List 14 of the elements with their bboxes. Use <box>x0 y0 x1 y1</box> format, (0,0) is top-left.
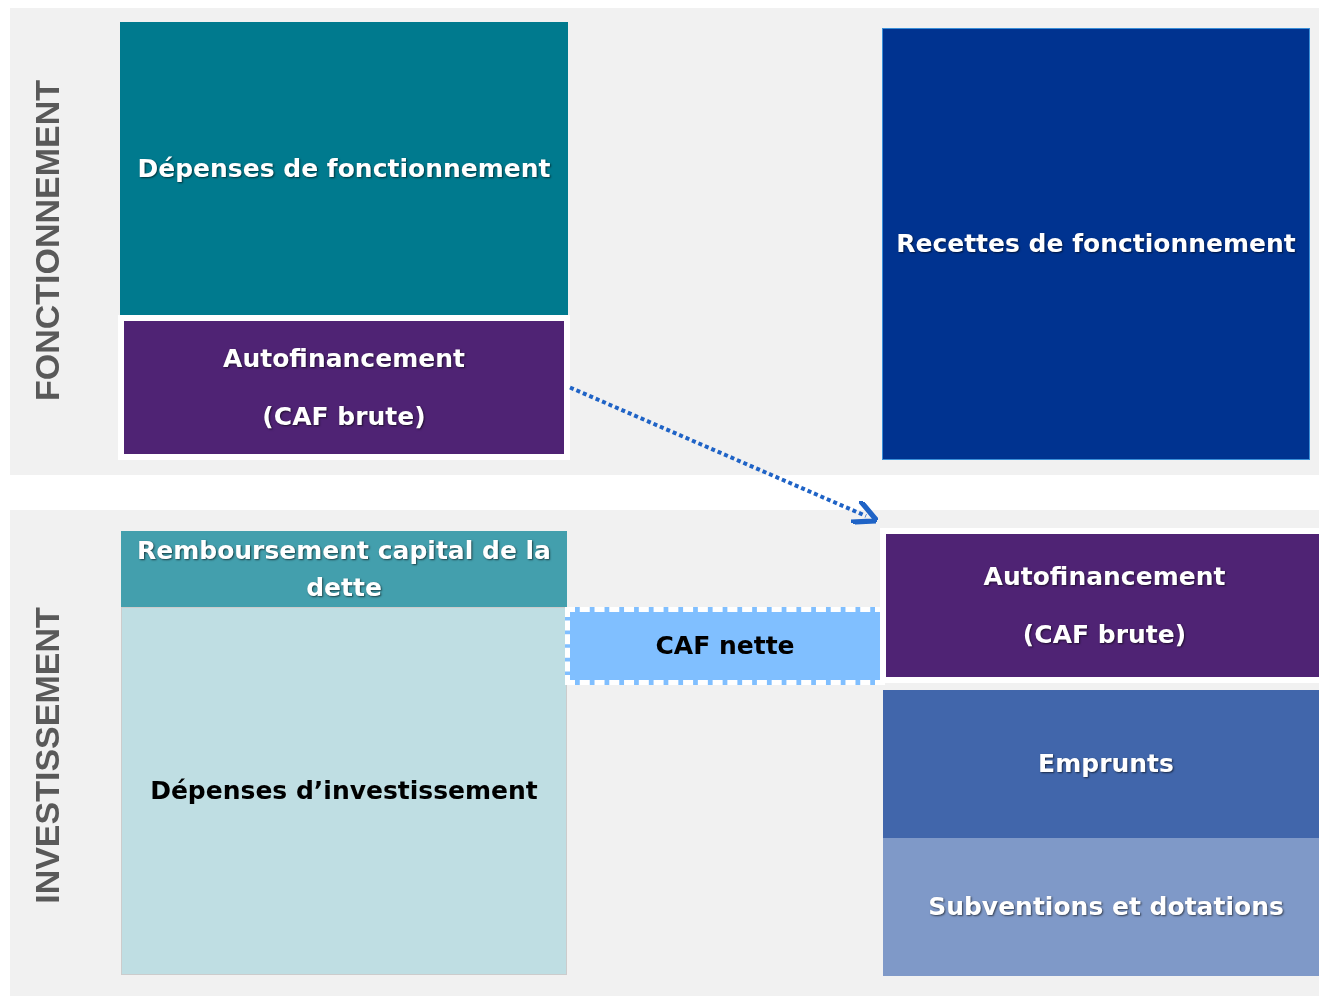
expense-block: Dépenses d’investissement <box>121 607 567 975</box>
self-financing-block: Autofinancement (CAF brute) <box>880 528 1319 683</box>
loans-block: Emprunts <box>883 690 1319 838</box>
section-panel <box>10 510 1319 996</box>
net-self-financing-block: CAF nette <box>565 607 885 685</box>
arrow <box>569 385 880 525</box>
self-financing-block: Autofinancement (CAF brute) <box>118 315 570 460</box>
section-heading: INVESTISSEMENT <box>27 606 67 904</box>
revenue-block: Recettes de fonctionnement <box>882 28 1310 460</box>
section-heading: FONCTIONNEMENT <box>27 79 67 401</box>
repayment-block: Remboursement capital de la dette <box>121 531 567 607</box>
expense-block: Dépenses de fonctionnement <box>120 22 568 317</box>
grants-block: Subventions et dotations <box>883 838 1319 976</box>
section-panel <box>10 8 1319 475</box>
